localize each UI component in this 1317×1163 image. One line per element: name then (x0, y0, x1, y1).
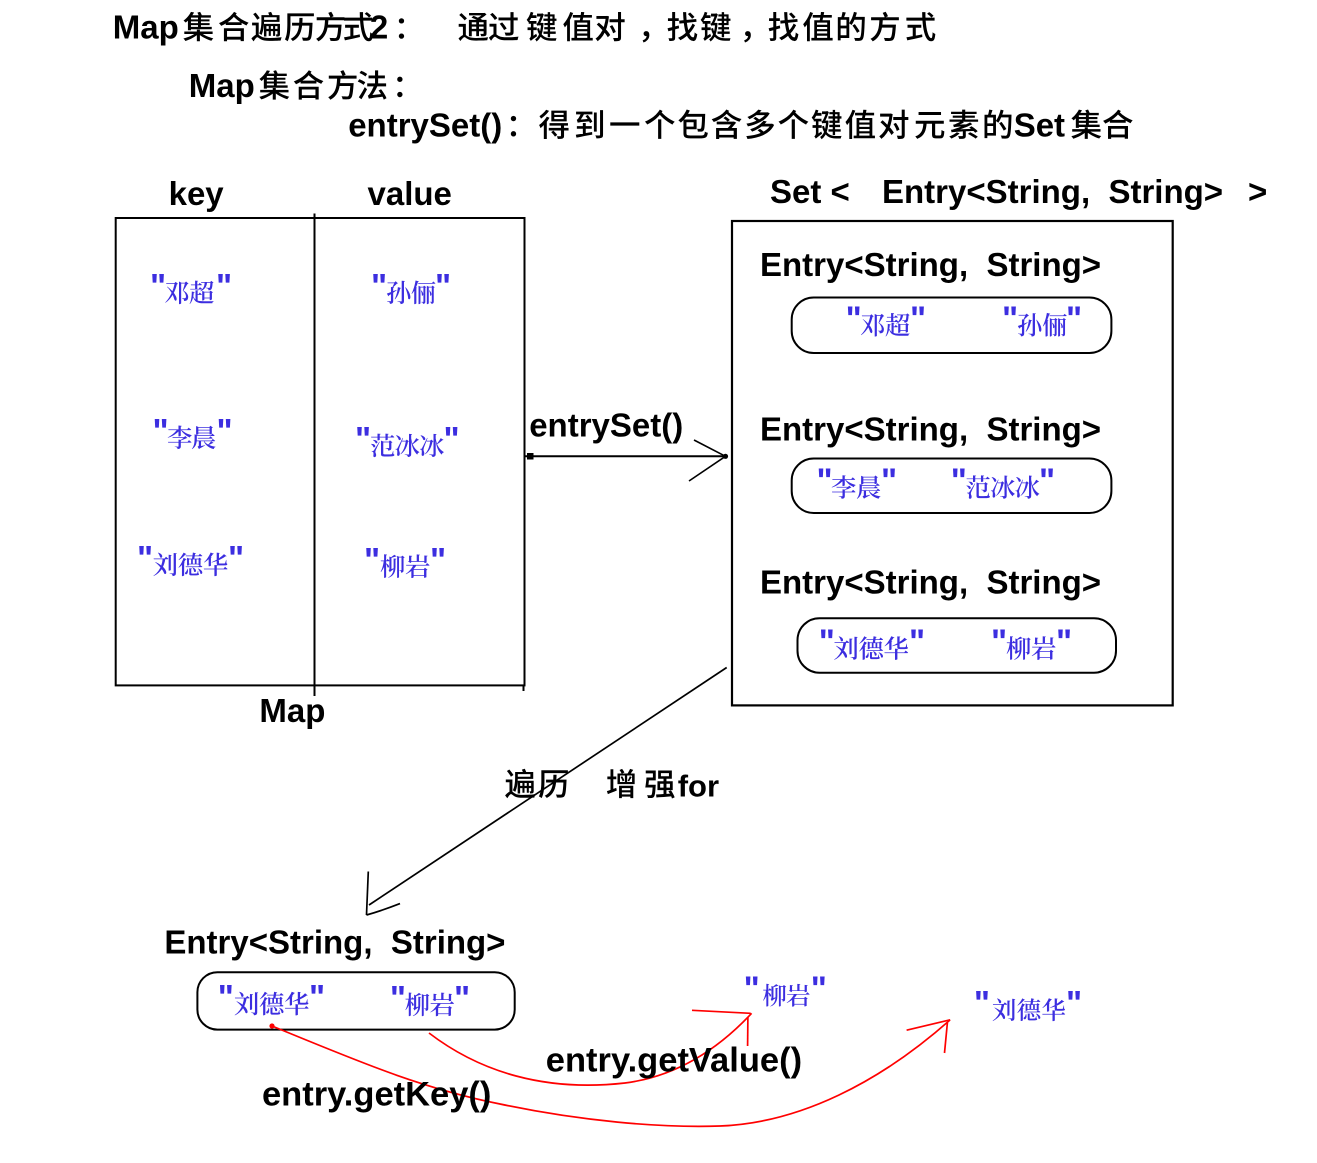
svg-text:": " (1056, 623, 1072, 661)
svg-text:": " (454, 980, 470, 1018)
svg-text:": " (974, 985, 990, 1023)
svg-text:": " (153, 413, 169, 451)
svg-text:": " (137, 540, 153, 578)
svg-text:": " (228, 540, 244, 578)
svg-text:Map: Map (259, 692, 325, 729)
svg-text:value: value (368, 175, 452, 212)
svg-text:Map: Map (113, 9, 179, 46)
svg-text:": " (355, 421, 371, 459)
svg-text:>: > (1248, 173, 1267, 210)
svg-text:Entry<String, String>: Entry<String, String> (760, 246, 1101, 283)
svg-text:": " (744, 970, 760, 1008)
svg-text:": " (390, 980, 406, 1018)
svg-text:Map: Map (189, 67, 255, 104)
svg-text:": " (309, 979, 325, 1017)
svg-text:Set <: Set < (770, 173, 850, 210)
svg-text:Entry<String, String>: Entry<String, String> (882, 173, 1223, 210)
svg-text:": " (1066, 300, 1082, 338)
svg-text:": " (150, 268, 166, 306)
svg-text:": " (435, 268, 451, 306)
svg-text:": " (910, 300, 926, 338)
svg-text:": " (1066, 985, 1082, 1023)
svg-text:": " (444, 421, 460, 459)
svg-text:": " (817, 462, 833, 500)
svg-text:entrySet(): entrySet() (529, 406, 683, 443)
svg-text:": " (371, 268, 387, 306)
svg-text:": " (216, 268, 232, 306)
svg-text:": " (846, 300, 862, 338)
svg-text:for: for (678, 769, 719, 804)
svg-text:": " (430, 541, 446, 579)
svg-text:": " (951, 462, 967, 500)
svg-text:key: key (169, 175, 225, 212)
svg-text:": " (364, 541, 380, 579)
svg-text:Set: Set (1014, 106, 1065, 143)
svg-text:": " (819, 623, 835, 661)
svg-text:": " (1039, 462, 1055, 500)
svg-text:": " (909, 623, 925, 661)
svg-text:": " (218, 979, 234, 1017)
svg-text:Entry<String, String>: Entry<String, String> (164, 924, 505, 961)
svg-text:Entry<String, String>: Entry<String, String> (760, 564, 1101, 601)
svg-text:Entry<String, String>: Entry<String, String> (760, 411, 1101, 448)
svg-text:": " (991, 623, 1007, 661)
svg-text:2: 2 (370, 9, 388, 46)
svg-text:": " (811, 970, 827, 1008)
svg-text:": " (1002, 300, 1018, 338)
svg-text:": " (881, 462, 897, 500)
svg-text:entrySet(): entrySet() (348, 106, 502, 143)
svg-text:entry.getKey(): entry.getKey() (262, 1075, 491, 1113)
svg-text:entry.getValue(): entry.getValue() (546, 1042, 802, 1080)
svg-text:": " (217, 413, 233, 451)
